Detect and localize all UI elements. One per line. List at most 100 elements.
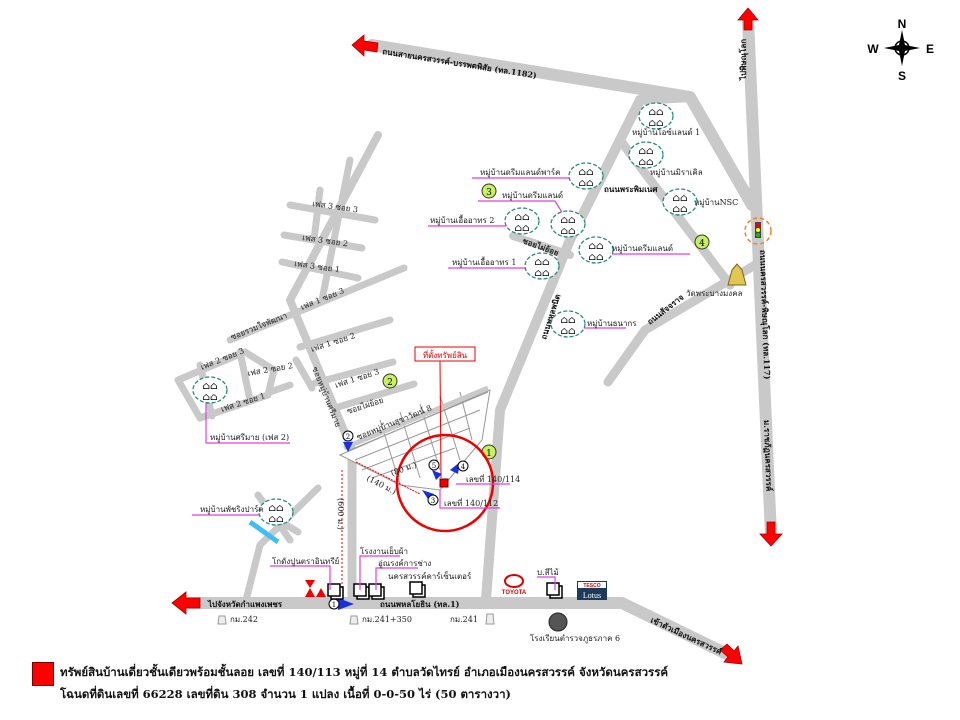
village-label: หมู่บ้านไอซ์แลนด์ 1 <box>632 127 700 138</box>
label-to-city: เข้าตัวเมืองนครสวรรค์ <box>649 615 724 657</box>
toyota-label: TOYOTA <box>502 590 527 596</box>
km-post-icon <box>349 615 359 625</box>
badge-4: 4 <box>694 234 710 250</box>
tesco-label: TESCO <box>583 583 600 589</box>
km242-label: กม.242 <box>230 615 258 624</box>
property-marker <box>439 478 449 488</box>
road-phra-phimnet <box>481 92 695 605</box>
village-icon <box>662 188 698 216</box>
village-label: หมู่บ้านศรีมาย (เฟส 2) <box>210 433 289 443</box>
businesses: โกดังปูนตราอินทรีย์ โรงงานเย็บผ้า อู่ณรง… <box>270 546 620 644</box>
svg-text:4: 4 <box>699 239 705 249</box>
legend-swatch <box>32 662 54 686</box>
village-label: หมู่บ้านดรีมแลนด์พาร์ค <box>480 167 561 178</box>
circled-numbers: 1 2 3 4 <box>382 183 710 460</box>
badge-2: 2 <box>382 373 398 389</box>
stairs <box>292 356 316 392</box>
arrow-southeast-icon <box>719 643 743 665</box>
grid-roads <box>226 156 418 412</box>
marker-5: 5 <box>428 459 442 480</box>
label-to-phitsanulok: ไปพิษณุโลก <box>738 39 749 81</box>
road-phahonyothin <box>182 597 741 664</box>
compass-w: W <box>867 42 879 56</box>
police-badge-icon <box>548 612 568 632</box>
svg-text:1: 1 <box>332 601 336 609</box>
numbered-markers: 1 2 3 4 5 <box>328 430 469 610</box>
factory-label: โรงงานเย็บผ้า <box>360 546 408 556</box>
toyota-logo-icon <box>504 574 524 588</box>
svg-text:2: 2 <box>346 433 350 441</box>
label-phase3-soi2: เฟส 3 ซอย 2 <box>302 233 349 248</box>
village-label: หมู่บ้านพัชริงปาร์ค <box>200 504 264 515</box>
marker-4: 4 <box>450 460 469 474</box>
lotus-label: Lotus <box>583 591 601 600</box>
village-label: หมู่บ้านดรีมแลนด์ <box>612 243 673 254</box>
village-label: หมู่บ้านธนากร <box>587 319 637 329</box>
village-label: หมู่บ้านเอื้ออาทร 2 <box>430 214 494 226</box>
soi-phai-yoi <box>509 232 574 259</box>
subdivision <box>338 385 491 491</box>
traffic-light-icon <box>744 217 772 245</box>
label-phra-phimnet: ถนนพระพิมเนศ <box>604 184 658 194</box>
km-posts: กม.242 กม.241+350 กม.241 <box>217 613 495 625</box>
company-label: บ.สีไม้ <box>537 568 559 577</box>
road-117 <box>742 14 777 541</box>
village-icon <box>628 141 664 169</box>
temple-icon <box>727 263 747 286</box>
village-icon <box>192 376 228 404</box>
svg-text:2: 2 <box>387 378 393 388</box>
km241-350-label: กม.241+350 <box>362 615 412 624</box>
village-label: หมู่บ้านเอื้ออาทร 1 <box>452 256 516 268</box>
village-icon <box>258 498 294 526</box>
arrow-west-bottom-icon <box>171 591 201 615</box>
villages: หมู่บ้านไอซ์แลนด์ 1 หมู่บ้านมิราเคิล หมู… <box>192 102 738 526</box>
road-sajjarat <box>603 260 760 387</box>
marker-3: 3 <box>422 490 439 506</box>
roads <box>174 14 777 664</box>
label-phase2-soi1: เฟส 2 ซอย 1 <box>220 391 267 414</box>
village-label: หมู่บ้านดรีมแลนด์ <box>502 190 563 201</box>
road-soi-main <box>286 131 382 454</box>
village-icon <box>568 162 604 190</box>
warehouse-label: โกดังปูนตราอินทรีย์ <box>272 556 339 567</box>
village-icon <box>550 310 586 338</box>
badge-3: 3 <box>481 183 497 199</box>
property-location-label: ที่ตั้งทรัพย์สิน <box>423 349 468 360</box>
km241-label: กม.241 <box>450 615 478 624</box>
house-112-label: เลขที่ 140/112 <box>444 497 498 508</box>
svg-text:3: 3 <box>486 188 492 198</box>
compass-s: S <box>898 69 906 83</box>
direction-arrows <box>171 7 783 665</box>
village-icon <box>550 210 586 238</box>
village-label: หมู่บ้านมิราเคิล <box>650 168 703 178</box>
arrow-north-icon <box>737 7 759 31</box>
svg-text:4: 4 <box>461 463 466 471</box>
house-114-label: เลขที่ 140/114 <box>466 473 520 484</box>
village-icon <box>638 102 674 130</box>
legend-line-1: ทรัพย์สินบ้านเดี่ยวชั้นเดียวพร้อมชั้นลอย… <box>60 665 669 679</box>
road-1182 <box>366 39 758 211</box>
svg-text:1: 1 <box>486 449 492 459</box>
svg-text:3: 3 <box>431 497 435 505</box>
village-icon <box>578 236 614 264</box>
village-icon <box>524 252 560 280</box>
compass-n: N <box>898 17 907 31</box>
legend-line-2: โฉนดที่ดินเลขที่ 66228 เลขที่ดิน 308 จำน… <box>60 687 511 701</box>
village-icon <box>504 207 540 235</box>
svg-text:5: 5 <box>432 462 436 470</box>
km-post-icon <box>485 613 495 625</box>
mitsubishi-logo-icon <box>305 580 326 597</box>
label-rajabhat: ม.ราชภัฏนครสวรรค์ <box>762 420 774 492</box>
distance-600-label: (600 ม.) <box>336 498 345 530</box>
marker-2: 2 <box>342 430 354 452</box>
label-phahonyothin: ถนนพหลโยธิน (ทล.1) <box>380 599 460 609</box>
canal <box>248 519 280 545</box>
km-post-icon <box>217 615 227 625</box>
label-to-kamphaeng-phet: ไปจังหวัดกำแพงเพชร <box>207 599 283 609</box>
compass-e: E <box>926 42 934 56</box>
car-center-label: นครสวรรค์คาร์เซ็นเตอร์ <box>388 571 472 581</box>
compass-rose: N S W E <box>867 17 934 83</box>
arrow-south-icon <box>759 521 783 547</box>
garage-label: อู่ณรงค์การช่าง <box>378 558 431 569</box>
